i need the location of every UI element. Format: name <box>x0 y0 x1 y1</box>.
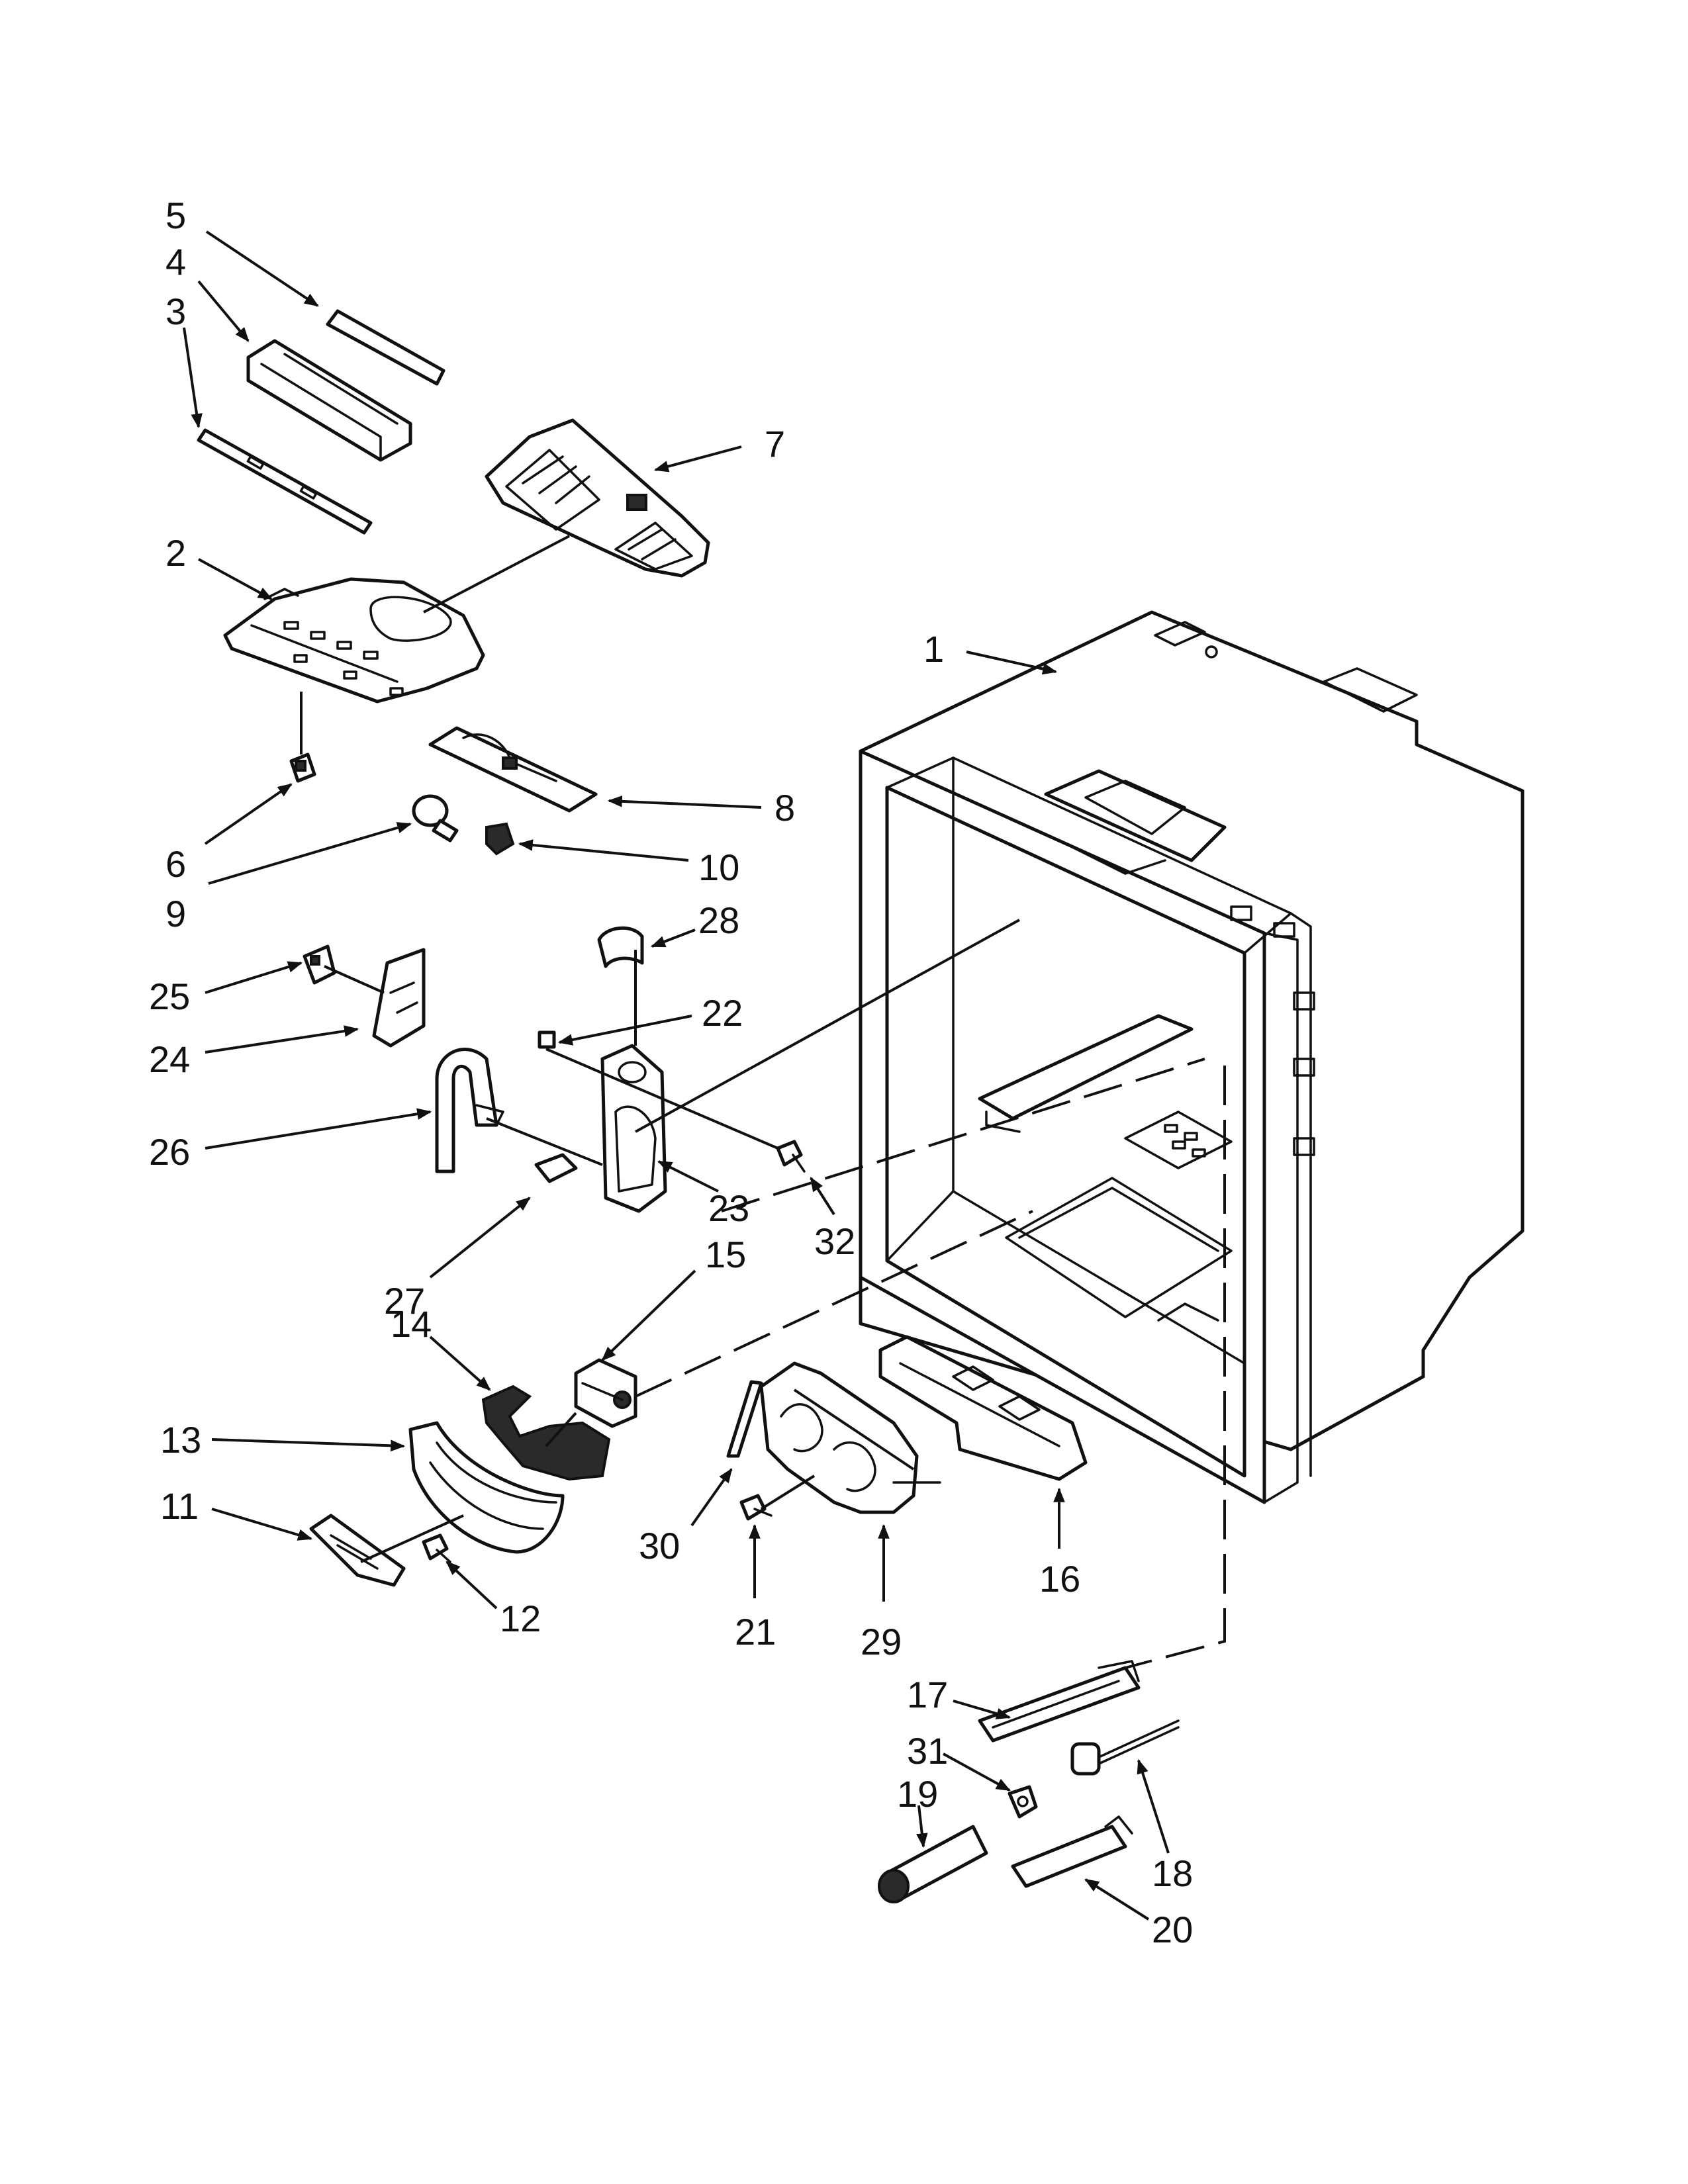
callout-8: 8 <box>774 787 795 829</box>
callout-5: 5 <box>165 195 186 236</box>
callout-30: 30 <box>639 1525 680 1567</box>
part-13-bezel <box>408 1421 565 1554</box>
callout-3: 3 <box>165 291 186 332</box>
part-7-vent-cover <box>485 418 710 578</box>
callout-27: 27 <box>384 1280 425 1322</box>
callout-17: 17 <box>907 1674 948 1715</box>
callout-15: 15 <box>705 1234 746 1275</box>
part-6-switch <box>289 752 316 783</box>
callout-26: 26 <box>149 1131 190 1173</box>
assembly-lines <box>300 535 1226 1669</box>
part-12-screw <box>422 1533 451 1563</box>
callout-20: 20 <box>1152 1909 1193 1950</box>
callout-7: 7 <box>765 423 785 465</box>
part-27-clip <box>534 1153 578 1183</box>
part-3-trim-strip <box>197 428 373 535</box>
part-18-filter-head <box>1070 1719 1180 1776</box>
part-17-filter-bracket <box>978 1660 1141 1743</box>
callout-29: 29 <box>861 1621 902 1662</box>
callout-32: 32 <box>814 1220 855 1262</box>
part-2-control-console <box>223 577 485 704</box>
callout-31: 31 <box>907 1730 948 1772</box>
part-32-screw <box>776 1140 806 1173</box>
part-23-dispenser-housing <box>600 1044 667 1213</box>
callout-13: 13 <box>160 1419 201 1461</box>
part-19-filter <box>878 1825 988 1903</box>
callout-21: 21 <box>735 1611 776 1653</box>
callout-10: 10 <box>698 846 739 888</box>
part-9-bulb <box>412 794 459 842</box>
part-24-bracket <box>372 948 426 1048</box>
part-14-lever <box>481 1385 611 1481</box>
part-1-liner <box>859 610 1524 1504</box>
part-8-light-housing <box>428 726 598 813</box>
part-20-filter-rail <box>1011 1815 1133 1888</box>
callout-9: 9 <box>165 893 186 934</box>
callout-23: 23 <box>708 1187 749 1229</box>
callout-24: 24 <box>149 1038 190 1080</box>
callout-6: 6 <box>165 843 186 885</box>
callout-4: 4 <box>165 241 186 283</box>
callout-labels: 1 2 3 4 5 6 7 8 9 10 11 12 13 14 15 16 1… <box>149 195 1193 1950</box>
part-28-cap <box>597 926 644 968</box>
callout-11: 11 <box>160 1485 199 1527</box>
leader-arrows <box>183 230 1170 1921</box>
part-31-cap <box>1008 1785 1038 1819</box>
callout-28: 28 <box>698 899 739 941</box>
part-11-drip-tray <box>309 1514 406 1587</box>
part-26-water-tube <box>435 1048 504 1173</box>
part-22-clip <box>538 1030 556 1049</box>
part-10-socket <box>485 822 515 856</box>
part-16-rail <box>878 1335 1088 1481</box>
part-4-control-housing <box>246 339 412 462</box>
callout-16: 16 <box>1039 1558 1080 1600</box>
part-5-plate <box>326 309 445 386</box>
callout-18: 18 <box>1152 1852 1193 1894</box>
callout-1: 1 <box>923 628 944 670</box>
callout-25: 25 <box>149 976 190 1017</box>
callout-19: 19 <box>897 1773 938 1815</box>
callout-22: 22 <box>702 992 743 1034</box>
callout-12: 12 <box>500 1598 541 1639</box>
part-30-pin <box>726 1380 763 1458</box>
callout-14: 14 <box>391 1303 432 1345</box>
part-29-ice-tubing <box>759 1361 941 1514</box>
part-15-valve <box>574 1358 637 1428</box>
part-21-screw <box>739 1494 773 1521</box>
callout-2: 2 <box>165 532 186 574</box>
part-25-sensor <box>303 944 336 985</box>
